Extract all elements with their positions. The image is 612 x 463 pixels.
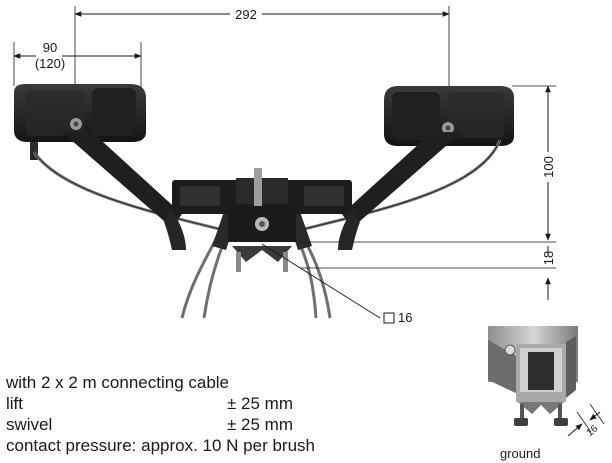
ground-label: ground	[500, 446, 540, 461]
dimension-120-label: (120)	[35, 56, 65, 71]
spec-lift-label: lift	[6, 394, 23, 413]
detail-inset	[488, 326, 578, 426]
spec-swivel: swivel ± 25 mm	[6, 414, 456, 435]
dimension-292-label: 292	[235, 7, 257, 22]
dimension-90-label: 90	[43, 40, 57, 55]
spec-swivel-value: ± 25 mm	[227, 415, 294, 434]
spec-lift-value: ± 25 mm	[227, 394, 294, 413]
dimension-18-label: 18	[541, 251, 556, 265]
dimension-90: 90 (120)	[13, 40, 142, 88]
spec-cable-text: with 2 x 2 m connecting cable	[6, 373, 230, 392]
square-16-label: 16	[398, 310, 412, 325]
ground-dimension: 16 ground	[500, 403, 605, 461]
spec-pressure-text: contact pressure: approx. 10 N per brush	[6, 436, 315, 455]
spec-list: with 2 x 2 m connecting cable lift ± 25 …	[6, 372, 456, 456]
right-brush-head	[384, 86, 514, 146]
spec-lift: lift ± 25 mm	[6, 393, 456, 414]
ground-dim-label: 16	[585, 423, 601, 439]
central-mount	[172, 168, 352, 272]
dimension-18: 18	[300, 246, 556, 300]
dimension-100: 100	[300, 85, 556, 243]
dimension-292: 292	[74, 6, 450, 88]
dimension-100-label: 100	[541, 156, 556, 178]
spec-swivel-label: swivel	[6, 415, 53, 434]
square-16-callout: 16	[261, 243, 412, 325]
square-icon	[383, 312, 395, 324]
left-brush-head	[14, 84, 146, 160]
spec-cable: with 2 x 2 m connecting cable	[6, 372, 456, 393]
spec-pressure: contact pressure: approx. 10 N per brush	[6, 435, 456, 456]
